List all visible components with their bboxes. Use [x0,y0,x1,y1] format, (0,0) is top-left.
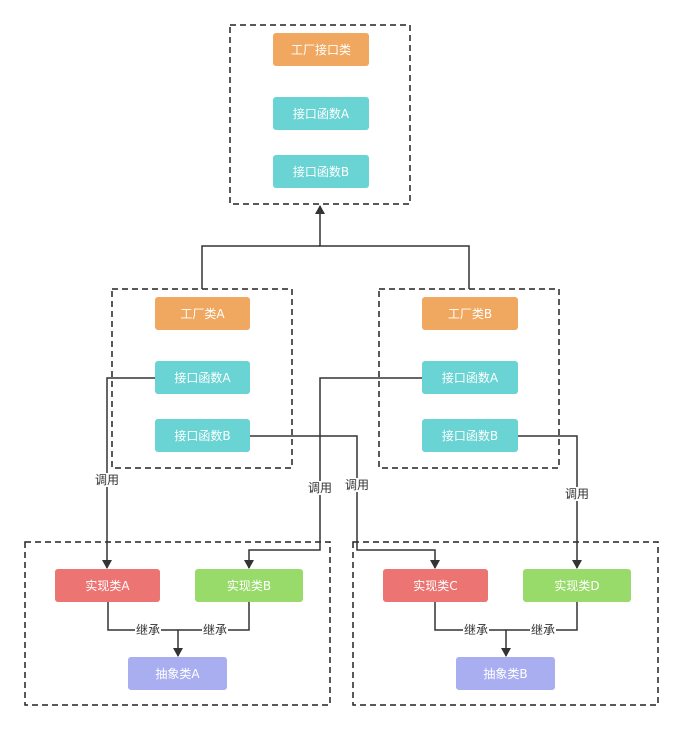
product-group-a-container [24,541,331,706]
call-label-2: 调用 [306,481,334,495]
impl-class-a: 实现类A [55,569,160,602]
factory-b-to-interface-line [315,205,470,289]
impl-class-c: 实现类C [383,569,488,602]
factory-interface-method-b: 接口函数B [273,155,369,188]
impl-class-d: 实现类D [523,569,631,602]
inherit-label-2: 继承 [201,623,229,637]
abstract-class-a: 抽象类A [128,657,227,690]
factory-a-method-b: 接口函数B [155,419,250,452]
impl-class-b: 实现类B [195,569,303,602]
factory-b-method-b: 接口函数B [422,419,518,452]
call-fb-methoda-to-impl-b [244,377,422,569]
factory-interface-method-a: 接口函数A [273,97,369,130]
inherit-label-1: 继承 [134,623,162,637]
call-label-1: 调用 [93,473,121,487]
call-label-4: 调用 [563,487,591,501]
inherit-label-4: 继承 [529,623,557,637]
factory-a-method-a: 接口函数A [155,361,250,394]
abstract-class-b: 抽象类B [456,657,555,690]
factory-a-to-interface-line [201,245,320,289]
call-fa-methodb-to-impl-c [250,435,440,569]
factory-a-node: 工厂类A [155,297,250,330]
product-group-b-container [352,541,659,706]
call-label-3: 调用 [343,478,371,492]
factory-b-method-a: 接口函数A [422,361,518,394]
inherit-label-3: 继承 [462,623,490,637]
call-fb-methodb-to-impl-d [518,435,582,569]
call-fa-methoda-to-impl-a [102,377,155,569]
factory-b-node: 工厂类B [422,297,518,330]
factory-interface-container [229,24,411,205]
factory-interface-node: 工厂接口类 [273,33,369,66]
